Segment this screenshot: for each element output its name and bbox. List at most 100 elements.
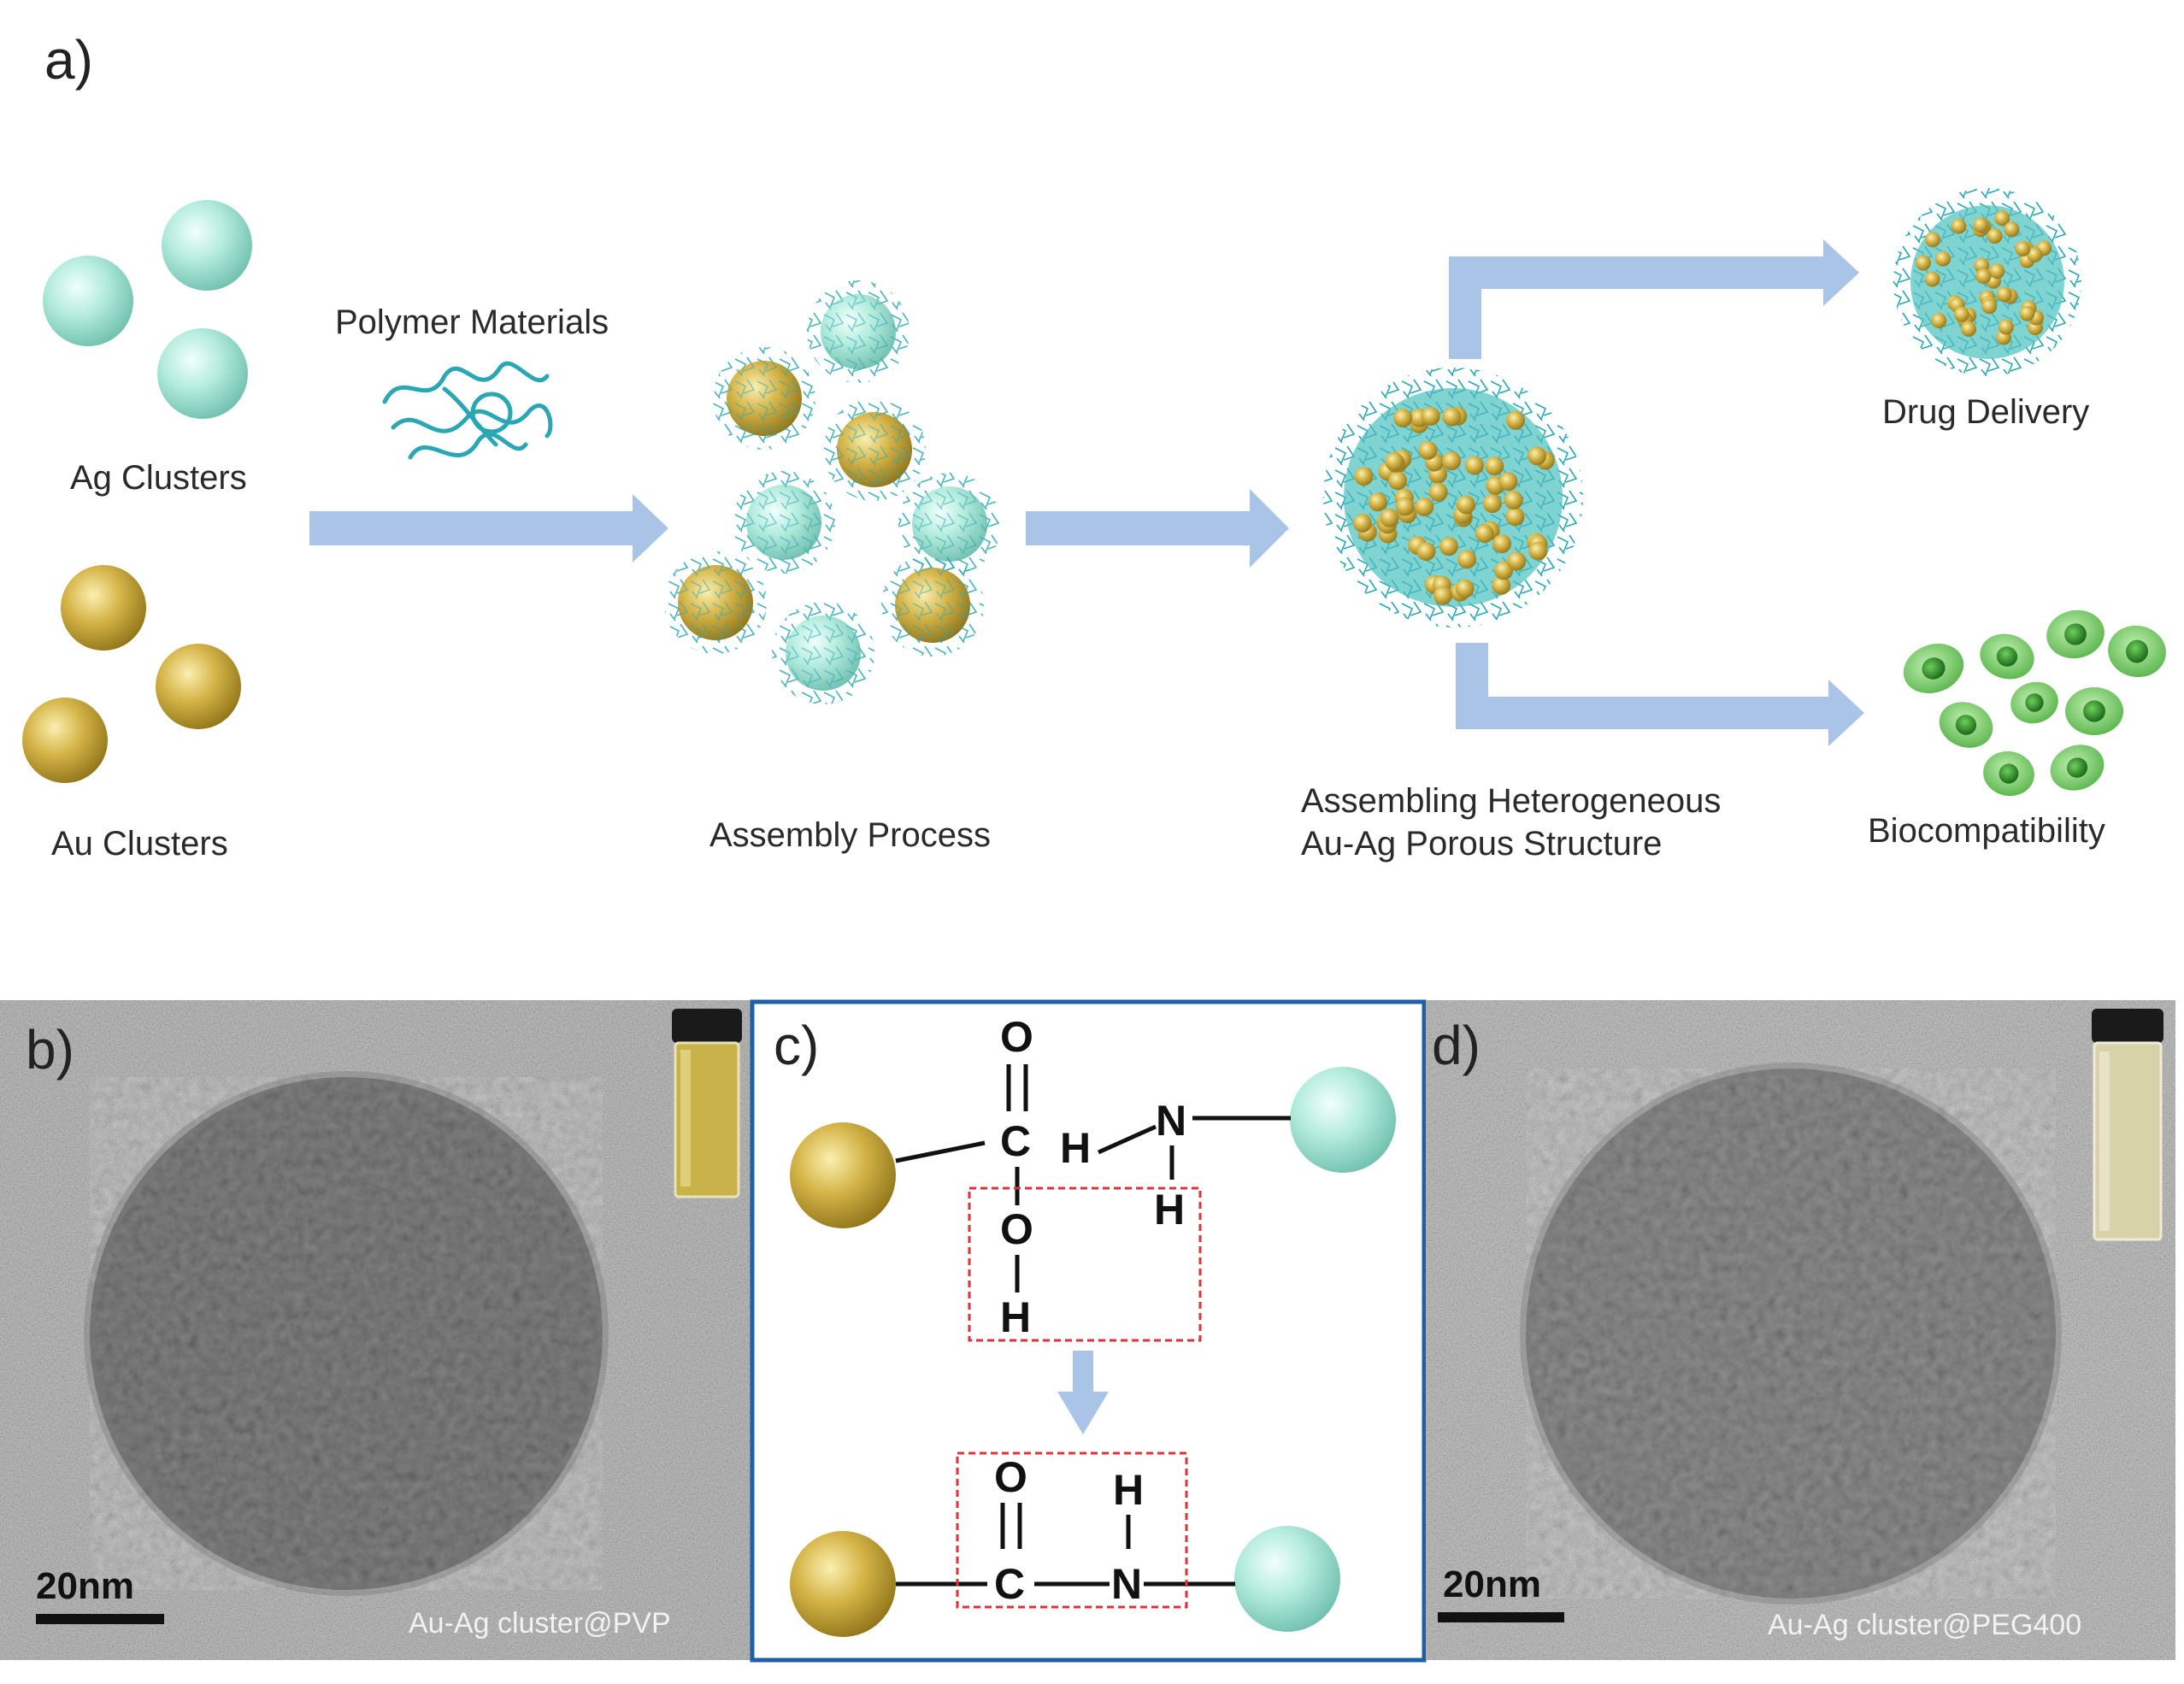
atom-h-below: H [1154,1186,1185,1234]
reaction-site-box-bottom [956,1451,1188,1609]
au-dot [2015,241,2031,256]
au-dot [1428,482,1448,502]
panel-b-letter: b) [26,1019,74,1080]
assembly-process-label: Assembly Process [709,816,991,854]
au-dot [1421,407,1440,426]
panel-c-letter: c) [774,1015,819,1076]
au-dot [1998,319,2014,335]
panel-d-tem-image: d) 20nm Au-Ag cluster@PEG400 [1426,1000,2175,1660]
au-dot [1506,410,1526,430]
au-dot [1457,550,1477,569]
au-sphere-top [790,1122,896,1228]
atom-o-single: O [1000,1205,1033,1253]
au-dot [1475,524,1494,544]
au-dot [1528,541,1548,561]
au-dot [1388,471,1408,491]
branch-arrow-biocompatibility [1456,643,1864,746]
au-dot [1996,286,2012,303]
amide-atom-o: O [994,1453,1027,1501]
au-dot [1442,407,1462,427]
au-dot [1507,551,1527,571]
coated-au-sphere [664,551,767,654]
au-cluster-group [22,565,241,783]
atom-o-double: O [1000,1013,1033,1061]
au-dot [1456,495,1475,515]
heterogeneous-porous-structure [1323,368,1583,627]
au-dot [2004,221,2020,238]
ag-sphere [162,200,252,291]
vial-peg400 [2092,1009,2163,1241]
au-dot [1492,575,1511,595]
au-dot [1935,250,1951,267]
au-dot [1994,210,2010,227]
reaction-arrow [1057,1351,1109,1434]
cell [1980,633,2034,680]
coated-ag-sphere [807,280,910,383]
au-dot [1505,507,1525,527]
cell [1903,643,1964,694]
au-dot [1385,451,1404,471]
coated-ag-sphere [898,473,1001,575]
coated-au-sphere [713,347,815,450]
au-sphere [156,644,241,729]
au-dot [1380,508,1399,527]
au-dot [1492,534,1512,554]
coated-ag-sphere [733,471,835,574]
au-dot [1924,271,1940,287]
ag-sphere-top [1290,1067,1396,1173]
au-dot [1354,467,1374,486]
coated-au-sphere [823,398,926,501]
scale-label-b: 20nm [36,1565,134,1607]
coated-au-sphere [881,554,984,657]
drug-delivery-label: Drug Delivery [1882,393,2089,431]
au-dot [2019,305,2035,321]
reaction-site-box-top [968,1186,1202,1342]
coated-ag-sphere [772,602,874,704]
au-dot [1439,537,1458,556]
au-dot [1961,321,1977,337]
au-dot [1504,491,1523,510]
au-dot [1442,451,1462,471]
au-dot [1981,298,1998,315]
au-dot [1416,542,1436,562]
au-dot [1951,218,1967,234]
amide-atom-c: C [994,1560,1025,1608]
au-dot [1455,579,1475,598]
au-sphere [61,565,146,651]
panel-a: a) Ag Clusters Au Clusters Polymer Mater… [22,29,2166,863]
au-dot [1395,497,1415,516]
cell [2050,745,2105,791]
cell [1983,751,2034,797]
process-arrow-2 [1026,489,1289,568]
au-dot [1482,494,1502,514]
scale-bar-d [1438,1612,1564,1622]
amide-atom-n: N [1111,1560,1142,1608]
cell [1939,702,1993,748]
assembly-process-spheres [664,280,1001,704]
au-dot [1931,313,1947,329]
au-dot [1368,492,1387,512]
scale-bar-b [36,1614,164,1624]
au-dot [1352,513,1372,533]
au-dot [1975,268,1992,285]
au-dot [1494,561,1514,580]
vial-pvp [672,1009,742,1198]
structure-label-line2: Au-Ag Porous Structure [1301,825,1662,863]
atom-h-hydroxyl: H [1000,1293,1031,1341]
au-sphere [22,698,108,783]
ag-cluster-group [43,200,252,419]
atom-c: C [1000,1117,1031,1165]
ag-sphere-bottom [1234,1526,1340,1632]
atom-h-left: H [1060,1124,1091,1172]
branch-arrow-drug-delivery [1449,239,1859,359]
cell [2065,687,2123,735]
scale-label-d: 20nm [1443,1563,1541,1605]
au-dot [1953,306,1969,322]
structure-label-line1: Assembling Heterogeneous [1301,782,1721,820]
au-dot [1393,409,1413,427]
au-dot [1973,217,1989,233]
au-dot [1498,472,1518,492]
au-dot [1464,456,1484,475]
polymer-coil-icon [382,361,553,460]
au-dot [1433,586,1452,605]
